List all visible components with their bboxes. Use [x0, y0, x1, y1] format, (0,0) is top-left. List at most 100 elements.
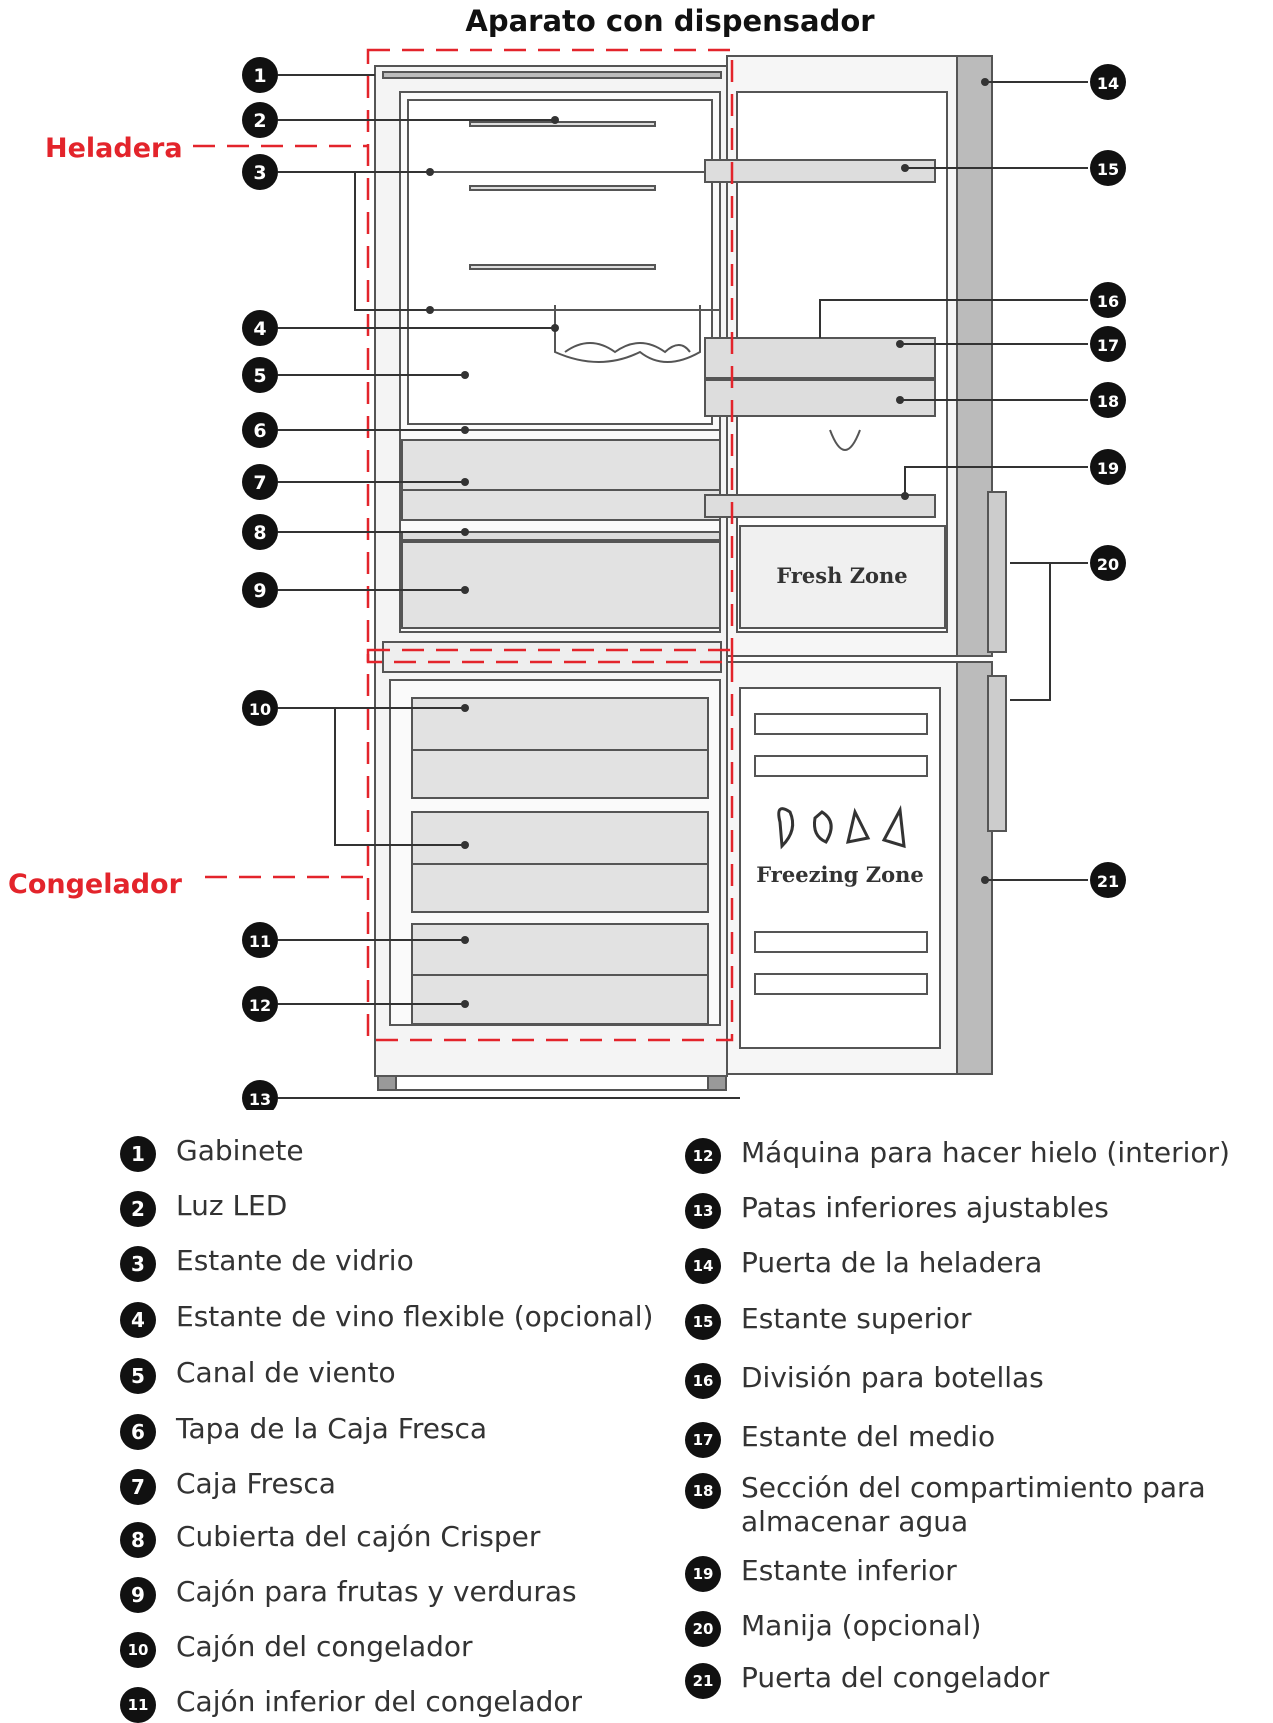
fresh-zone-label: Fresh Zone	[776, 563, 907, 588]
svg-text:18: 18	[1097, 392, 1119, 411]
legend-text: División para botellas	[741, 1361, 1044, 1394]
svg-text:19: 19	[1097, 459, 1119, 478]
legend-text: Puerta de la heladera	[741, 1246, 1043, 1279]
legend-item-20: 20 Manija (opcional)	[685, 1609, 981, 1647]
legend-badge: 1	[120, 1136, 156, 1172]
svg-text:6: 6	[253, 420, 266, 442]
svg-text:12: 12	[249, 996, 271, 1015]
legend-text: Canal de viento	[176, 1356, 396, 1389]
legend-badge: 7	[120, 1469, 156, 1505]
legend-text: Cajón para frutas y verduras	[176, 1575, 577, 1608]
callout-12: 12	[242, 986, 278, 1022]
legend-badge: 16	[685, 1363, 721, 1399]
legend-item-10: 10 Cajón del congelador	[120, 1630, 473, 1668]
svg-text:10: 10	[249, 700, 271, 719]
page-title: Aparato con dispensador	[465, 4, 875, 38]
leader-dots	[426, 78, 989, 1008]
fridge-diagram: Heladera Congelador Fresh Zone Freezing …	[8, 48, 1126, 1110]
legend-text: Cajón inferior del congelador	[176, 1685, 583, 1718]
svg-text:21: 21	[1097, 872, 1119, 891]
callouts-right: 14 15 16 17 18 19 20 21	[1090, 64, 1126, 898]
legend-badge: 18	[685, 1473, 721, 1509]
svg-text:14: 14	[1097, 74, 1119, 93]
svg-text:17: 17	[1097, 336, 1119, 355]
legend-item-1: 1 Gabinete	[120, 1134, 304, 1172]
legend-badge: 3	[120, 1246, 156, 1282]
legend-badge: 6	[120, 1414, 156, 1450]
svg-text:20: 20	[1097, 555, 1119, 574]
legend-item-15: 15 Estante superior	[685, 1302, 972, 1340]
legend-badge: 8	[120, 1522, 156, 1558]
legend-badge: 19	[685, 1556, 721, 1592]
legend-text: Gabinete	[176, 1134, 304, 1167]
freezer-zone-label: Congelador	[8, 869, 183, 900]
callout-14: 14	[1090, 64, 1126, 100]
svg-text:9: 9	[253, 580, 266, 602]
legend-text: Puerta del congelador	[741, 1661, 1050, 1694]
callout-6: 6	[242, 412, 278, 448]
legend-item-9: 9 Cajón para frutas y verduras	[120, 1575, 577, 1613]
doors	[704, 55, 1007, 1075]
legend-item-17: 17 Estante del medio	[685, 1420, 995, 1458]
svg-text:13: 13	[249, 1090, 271, 1109]
legend-badge: 12	[685, 1138, 721, 1174]
callout-11: 11	[242, 922, 278, 958]
callout-18: 18	[1090, 382, 1126, 418]
legend-text: Caja Fresca	[176, 1467, 336, 1500]
callout-9: 9	[242, 572, 278, 608]
callouts-left: 1 2 3 4 5 6 7 8 9 10 11 12 13	[242, 57, 278, 1110]
svg-text:4: 4	[253, 318, 266, 340]
legend-text: Estante inferior	[741, 1554, 957, 1587]
legend-text: Estante superior	[741, 1302, 972, 1335]
callout-15: 15	[1090, 150, 1126, 186]
legend-text: Estante de vino flexible (opcional)	[176, 1300, 654, 1333]
svg-text:8: 8	[253, 522, 266, 544]
legend-badge: 13	[685, 1193, 721, 1229]
legend-text: Estante del medio	[741, 1420, 996, 1453]
fridge-zone-label: Heladera	[45, 133, 183, 164]
legend-badge: 2	[120, 1191, 156, 1227]
callout-7: 7	[242, 464, 278, 500]
legend-item-7: 7 Caja Fresca	[120, 1467, 336, 1505]
legend-badge: 15	[685, 1304, 721, 1340]
legend-text: Manija (opcional)	[741, 1609, 982, 1642]
svg-text:16: 16	[1097, 292, 1119, 311]
svg-text:5: 5	[253, 365, 266, 387]
legend-badge: 14	[685, 1248, 721, 1284]
callout-16: 16	[1090, 282, 1126, 318]
legend-item-4: 4 Estante de vino flexible (opcional)	[120, 1300, 653, 1338]
legend-badge: 20	[685, 1611, 721, 1647]
callout-20: 20	[1090, 545, 1126, 581]
svg-text:2: 2	[253, 110, 266, 132]
legend-text: Luz LED	[176, 1189, 288, 1222]
svg-text:7: 7	[253, 472, 266, 494]
callout-4: 4	[242, 310, 278, 346]
callout-13: 13	[242, 1080, 278, 1110]
freezing-zone-label: Freezing Zone	[756, 862, 923, 887]
callout-3: 3	[242, 154, 278, 190]
legend-badge: 10	[120, 1632, 156, 1668]
callout-21: 21	[1090, 862, 1126, 898]
legend-text: Patas inferiores ajustables	[741, 1191, 1109, 1224]
callout-5: 5	[242, 357, 278, 393]
legend-text: Máquina para hacer hielo (interior)	[741, 1136, 1230, 1169]
legend-item-2: 2 Luz LED	[120, 1189, 287, 1227]
svg-text:11: 11	[249, 932, 271, 951]
callout-17: 17	[1090, 326, 1126, 362]
legend-item-16: 16 División para botellas	[685, 1361, 1044, 1399]
legend-item-19: 19 Estante inferior	[685, 1554, 957, 1592]
callout-1: 1	[242, 57, 278, 93]
freezing-icons	[777, 805, 906, 850]
legend-badge: 4	[120, 1302, 156, 1338]
legend-badge: 9	[120, 1577, 156, 1613]
legend-text: Cajón del congelador	[176, 1630, 473, 1663]
callout-2: 2	[242, 102, 278, 138]
legend-badge: 17	[685, 1422, 721, 1458]
legend-item-14: 14 Puerta de la heladera	[685, 1246, 1042, 1284]
